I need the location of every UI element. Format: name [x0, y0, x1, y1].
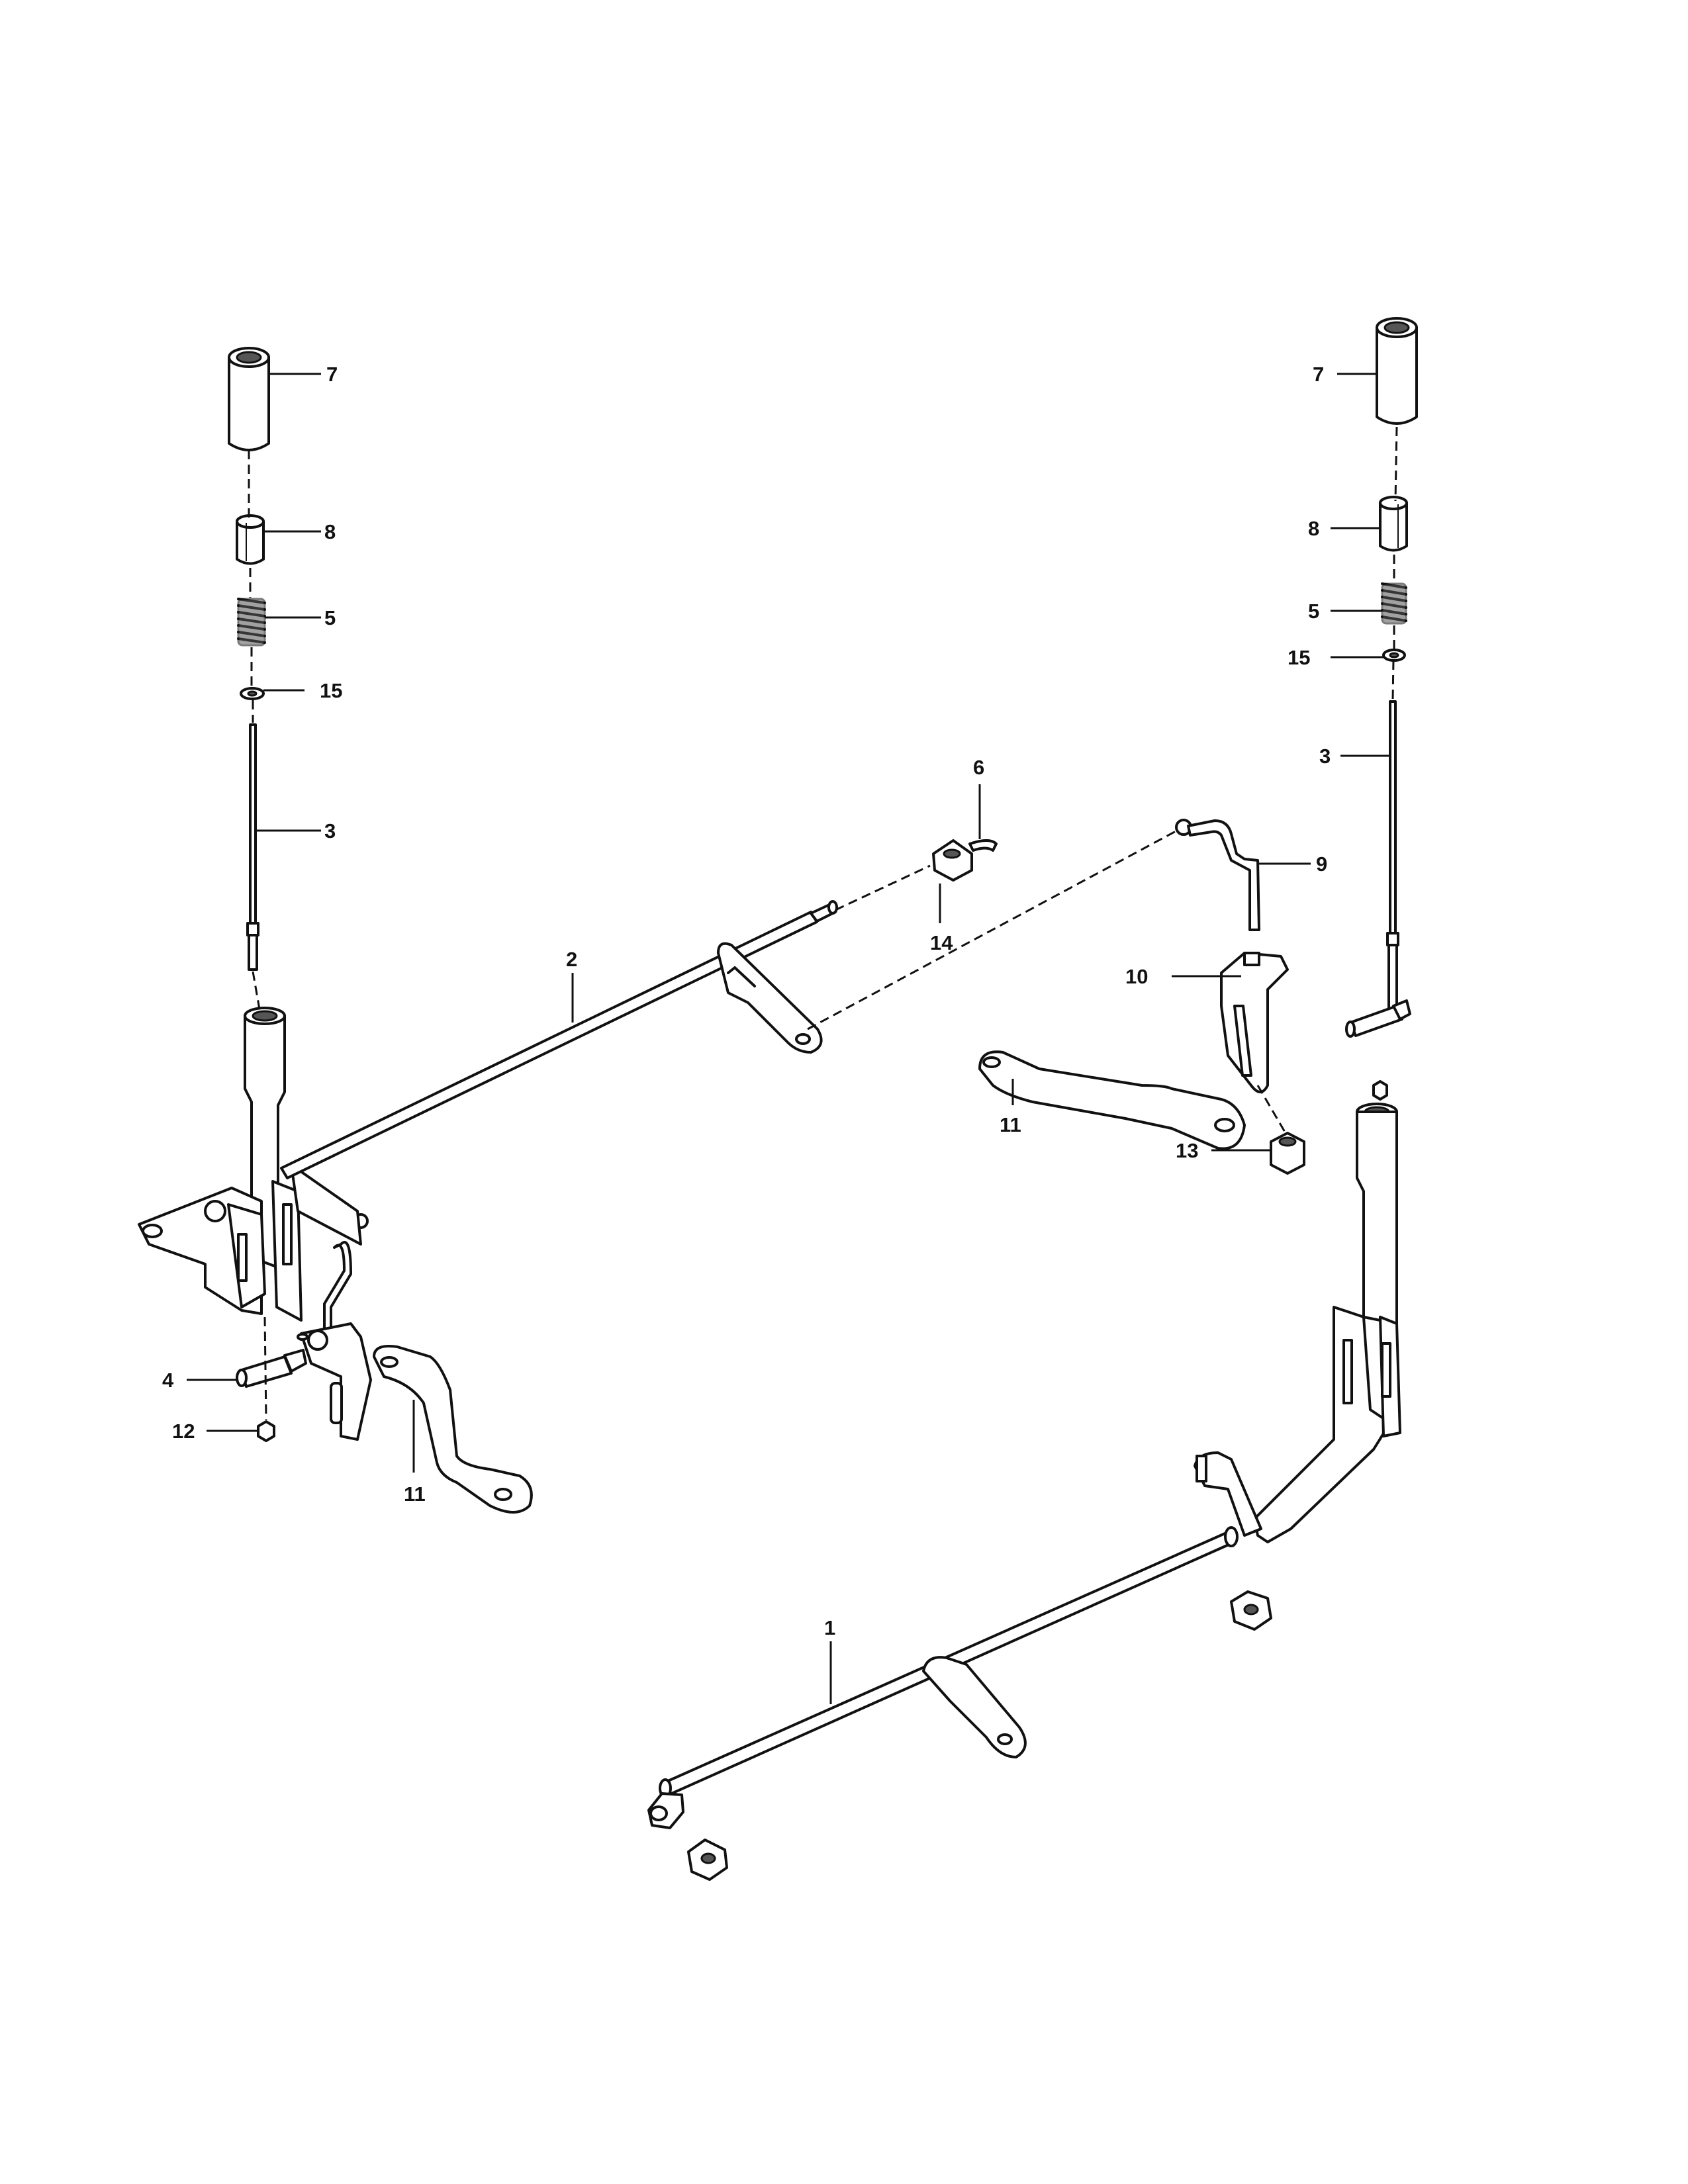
callout-9: 9 [1316, 852, 1327, 876]
right-rod-3 [1386, 700, 1399, 1019]
callout-15-left: 15 [320, 679, 342, 702]
right-spring-5 [1381, 582, 1407, 625]
callout-3-left: 3 [324, 819, 336, 842]
right-nut [1372, 1080, 1388, 1101]
right-bushing-8 [1379, 496, 1408, 552]
callout-4: 4 [162, 1369, 174, 1392]
right-bolt [1345, 999, 1411, 1038]
callout-14: 14 [930, 931, 953, 954]
lower-shaft-1 [647, 1526, 1272, 1881]
right-washer-15 [1382, 649, 1406, 662]
callout-2: 2 [566, 948, 577, 971]
left-bolt-4 [236, 1349, 307, 1388]
callout-15-right: 15 [1288, 646, 1310, 669]
callout-7-right: 7 [1313, 363, 1324, 386]
callout-8-left: 8 [324, 520, 336, 543]
callout-5-left: 5 [324, 606, 336, 629]
assembly-lines [248, 426, 1398, 1420]
callout-11-left: 11 [404, 1482, 426, 1506]
left-washer-15 [240, 687, 265, 700]
callout-8-right: 8 [1308, 517, 1319, 540]
callout-12: 12 [172, 1420, 195, 1443]
right-link-arm-11 [978, 1050, 1246, 1150]
callout-leaders [187, 373, 1390, 1704]
callout-5-right: 5 [1308, 600, 1319, 623]
cross-shaft-2 [280, 900, 838, 1179]
callout-1: 1 [824, 1616, 835, 1639]
left-nut-12 [257, 1420, 275, 1442]
left-spring-5 [237, 598, 266, 647]
left-linkage [297, 1241, 372, 1441]
callout-11-right: 11 [1000, 1113, 1021, 1136]
clip-6 [968, 839, 998, 852]
left-control-lever [138, 1007, 369, 1322]
left-link-arm-11 [373, 1345, 533, 1514]
right-control-lever [1194, 1103, 1401, 1543]
right-grip-7 [1376, 317, 1418, 425]
left-bushing-8 [236, 514, 265, 565]
callout-6: 6 [973, 756, 984, 779]
callout-10: 10 [1125, 965, 1148, 988]
callout-3-right: 3 [1319, 745, 1331, 768]
rod-9 [1175, 819, 1260, 931]
bracket-10 [1220, 952, 1289, 1093]
callout-7-left: 7 [326, 363, 338, 386]
nut-13 [1270, 1132, 1305, 1175]
callout-13: 13 [1176, 1139, 1198, 1162]
left-grip-7 [228, 347, 270, 451]
left-rod-3 [246, 723, 259, 971]
sleeve-14 [932, 839, 973, 882]
